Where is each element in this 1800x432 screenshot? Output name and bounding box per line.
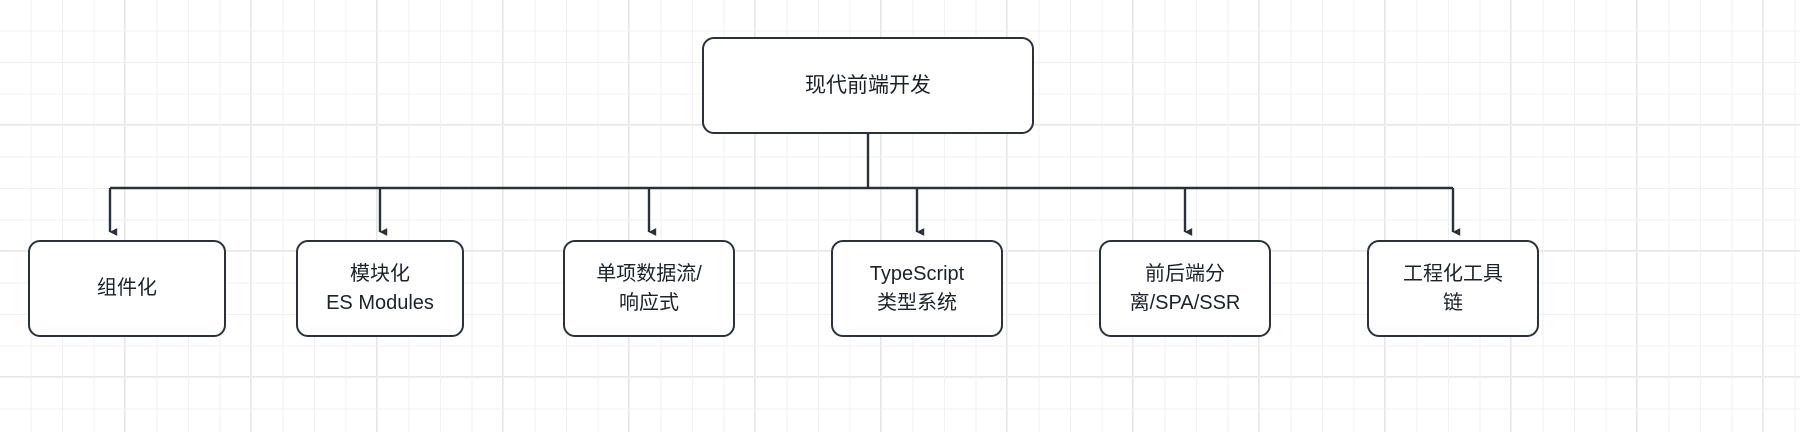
node-leaf-typescript[interactable]: TypeScript 类型系统 [831, 240, 1003, 337]
node-leaf-engineering-toolchain[interactable]: 工程化工具 链 [1367, 240, 1539, 337]
node-root[interactable]: 现代前端开发 [702, 37, 1034, 134]
node-leaf-unidirectional-data-flow[interactable]: 单项数据流/ 响应式 [563, 240, 735, 337]
node-leaf-modularization[interactable]: 模块化 ES Modules [296, 240, 464, 337]
node-leaf-frontend-backend-separation[interactable]: 前后端分 离/SPA/SSR [1099, 240, 1271, 337]
node-leaf-componentization[interactable]: 组件化 [28, 240, 226, 337]
